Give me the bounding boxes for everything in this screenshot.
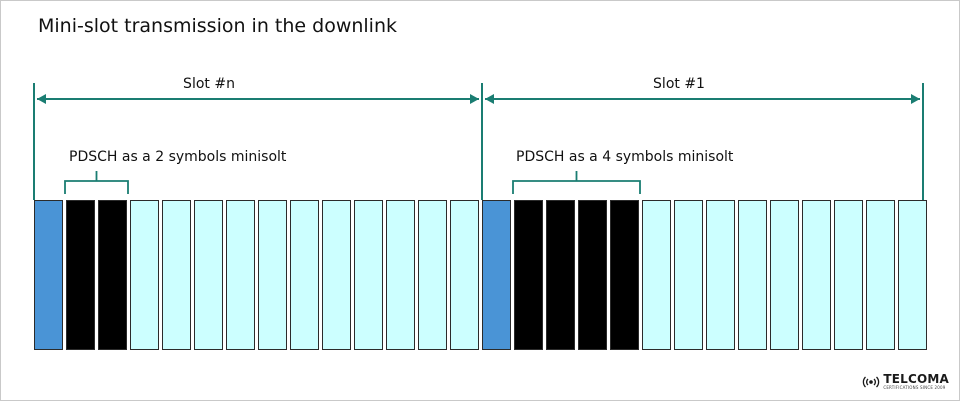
- empty-symbol: [802, 200, 831, 350]
- minislot-bracket: [512, 171, 641, 194]
- slot-n-label: Slot #n: [183, 76, 235, 92]
- pdsch-symbol: [610, 200, 639, 350]
- empty-symbol: [674, 200, 703, 350]
- empty-symbol: [450, 200, 479, 350]
- empty-symbol: [738, 200, 767, 350]
- empty-symbol: [866, 200, 895, 350]
- pdsch-symbol: [514, 200, 543, 350]
- empty-symbol: [642, 200, 671, 350]
- signal-waves-icon: [863, 376, 880, 387]
- empty-symbol: [386, 200, 415, 350]
- arrow-head-right: [911, 94, 920, 104]
- logo-tagline: CERTIFICATIONS SINCE 2009: [883, 385, 946, 390]
- minislot-4-symbols-label: PDSCH as a 4 symbols minisolt: [516, 149, 734, 165]
- logo-name: TELCOMA: [883, 372, 949, 386]
- pdsch-symbol: [66, 200, 95, 350]
- arrow-head-left: [37, 94, 46, 104]
- arrow-head-right: [470, 94, 479, 104]
- empty-symbol: [130, 200, 159, 350]
- empty-symbol: [290, 200, 319, 350]
- empty-symbol: [834, 200, 863, 350]
- empty-symbol: [706, 200, 735, 350]
- telcoma-logo: TELCOMA CERTIFICATIONS SINCE 2009: [862, 373, 949, 390]
- slot-1-label: Slot #1: [653, 76, 705, 92]
- pdsch-symbol: [546, 200, 575, 350]
- empty-symbol: [194, 200, 223, 350]
- empty-symbol: [322, 200, 351, 350]
- minislot-bracket: [64, 171, 129, 194]
- diagram-title: Mini-slot transmission in the downlink: [38, 15, 398, 37]
- empty-symbol: [898, 200, 927, 350]
- arrow-head-left: [485, 94, 494, 104]
- empty-symbol: [418, 200, 447, 350]
- pdsch-symbol: [578, 200, 607, 350]
- control-symbol: [34, 200, 63, 350]
- minislot-2-symbols-label: PDSCH as a 2 symbols minisolt: [69, 149, 287, 165]
- empty-symbol: [226, 200, 255, 350]
- empty-symbol: [162, 200, 191, 350]
- pdsch-symbol: [98, 200, 127, 350]
- control-symbol: [482, 200, 511, 350]
- empty-symbol: [258, 200, 287, 350]
- empty-symbol: [354, 200, 383, 350]
- empty-symbol: [770, 200, 799, 350]
